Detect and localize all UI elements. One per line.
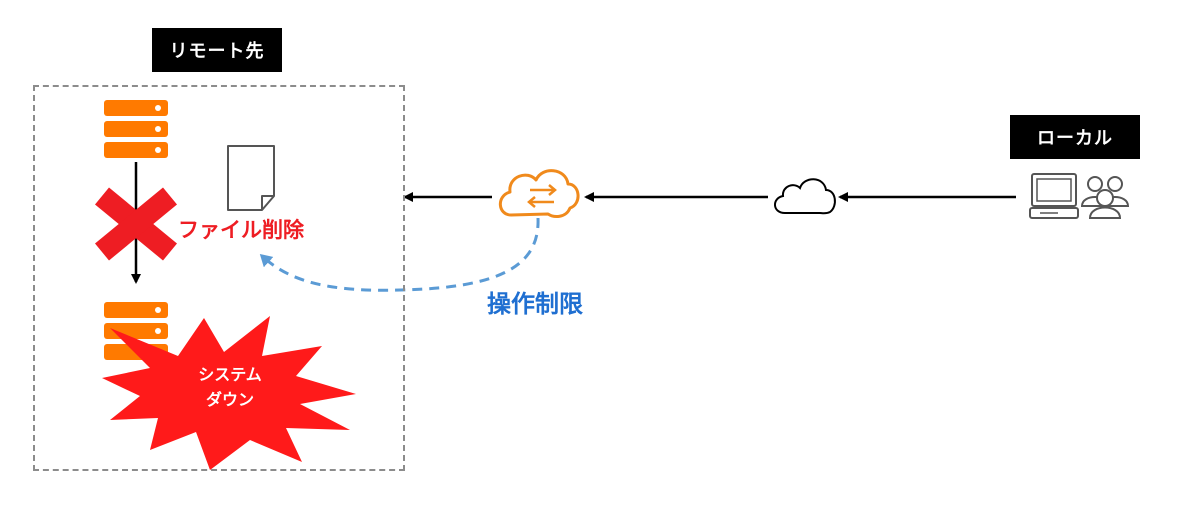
remote-title: リモート先 [152,28,282,72]
users-icon [1080,176,1130,219]
cloud-icon [774,178,836,215]
local-title: ローカル [1010,115,1140,159]
computer-icon [1029,173,1079,219]
system-down-line2: ダウン [205,390,254,409]
restriction-arrow [259,217,540,292]
system-down-label: システム ダウン [180,362,280,412]
document-icon [227,145,275,211]
restriction-label: 操作制限 [487,290,583,318]
server-icon-top [104,100,168,158]
remote-boundary [33,85,405,471]
file-delete-label: ファイル削除 [178,218,304,242]
system-down-line1: システム [198,365,262,384]
gateway-cloud-icon [498,169,580,218]
starburst-icon [102,316,356,470]
cross-mark-icon [95,187,177,261]
